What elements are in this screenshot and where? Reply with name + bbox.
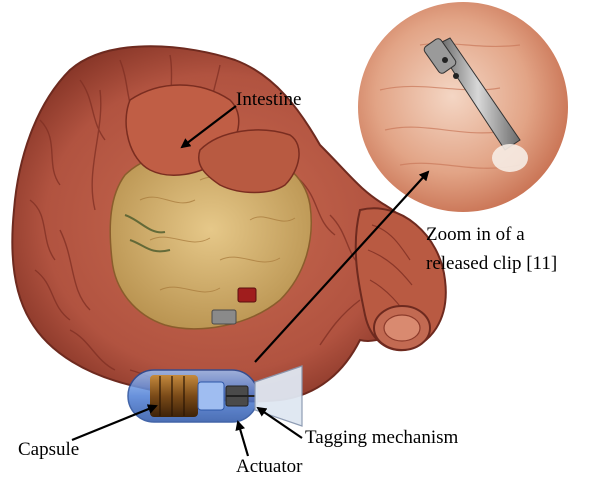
zoom-inset — [357, 1, 569, 213]
capsule-illustration — [128, 366, 302, 426]
label-zoom-line2: released clip [11] — [426, 252, 557, 275]
label-tagging-mechanism: Tagging mechanism — [305, 426, 458, 449]
actuator-arrow — [238, 422, 248, 456]
capsule-arrow — [72, 406, 156, 440]
label-capsule: Capsule — [18, 438, 79, 461]
label-intestine: Intestine — [236, 88, 301, 111]
label-actuator: Actuator — [236, 455, 302, 478]
label-zoom-line1: Zoom in of a — [426, 223, 525, 246]
